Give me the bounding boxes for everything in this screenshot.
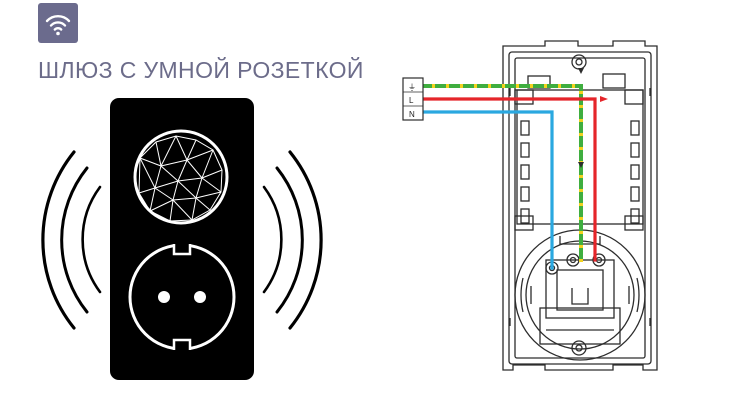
geodesic-sphere-icon xyxy=(133,129,229,225)
wifi-icon xyxy=(45,15,71,36)
terminal-earth-label: ⏚ xyxy=(408,83,416,92)
double-frame-outline xyxy=(502,40,658,371)
radio-wave-icon-left xyxy=(41,150,102,330)
terminal-block: ⏚ L N xyxy=(402,77,424,121)
radio-wave-icon-right xyxy=(262,150,323,330)
earth-wire-green xyxy=(421,84,583,262)
gateway-device-body xyxy=(110,98,254,380)
wifi-badge xyxy=(38,3,78,43)
wire-direction-arrows xyxy=(578,68,608,168)
wire-group xyxy=(421,84,597,270)
terminal-neutral-label: N xyxy=(409,110,415,119)
schuko-socket-icon xyxy=(128,241,236,353)
terminal-live-label: L xyxy=(409,96,414,105)
page-title: ШЛЮЗ С УМНОЙ РОЗЕТКОЙ xyxy=(38,57,364,83)
gateway-device-illustration xyxy=(41,98,323,380)
neutral-wire xyxy=(421,110,554,270)
live-wire xyxy=(421,97,597,262)
wiring-diagram: ⏚ L N xyxy=(402,40,658,371)
